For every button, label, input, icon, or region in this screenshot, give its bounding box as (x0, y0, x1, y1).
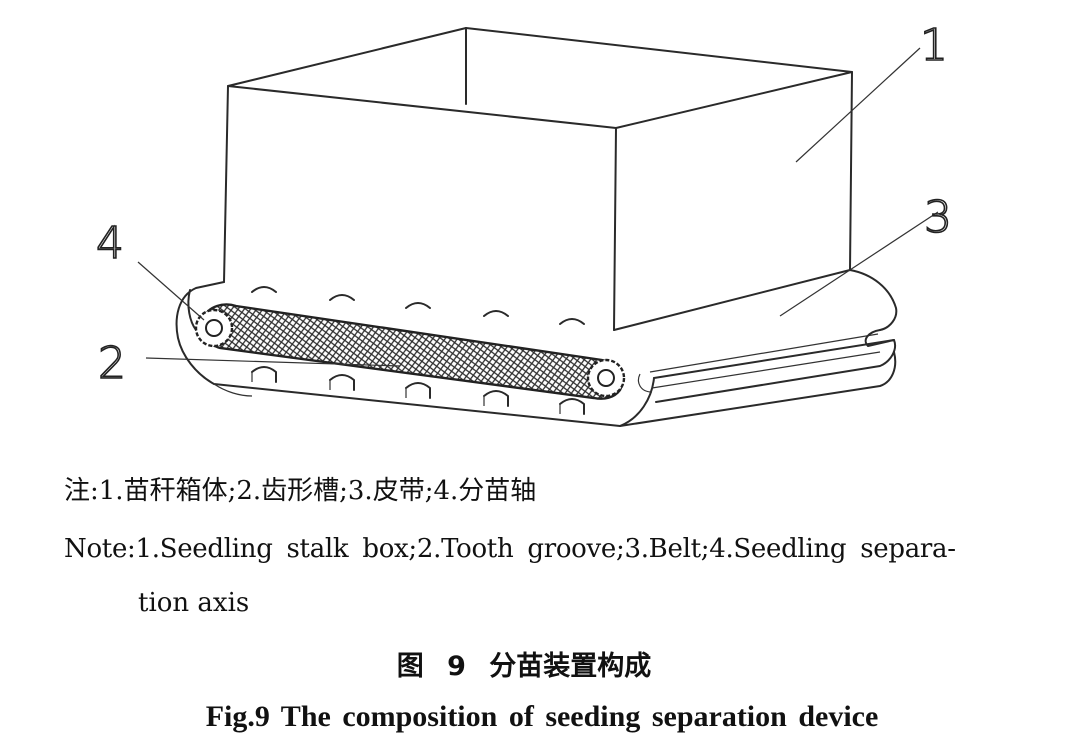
callout-3-label: 3 (924, 192, 952, 243)
seeding-separation-device-drawing: 1 3 4 2 (36, 14, 1020, 444)
seedling-separation-axis (194, 308, 626, 398)
note-chinese: 注:1.苗秆箱体;2.齿形槽;3.皮带;4.分苗轴 (64, 476, 537, 506)
callout-1-label: 1 (920, 20, 948, 71)
callout-4-label: 4 (96, 218, 124, 269)
note-english-line-1: Note:1.Seedling stalk box;2.Tooth groove… (64, 534, 956, 564)
note-english-line-2: tion axis (138, 588, 250, 618)
figure-caption-chinese: 图 9 分苗装置构成 (396, 651, 652, 682)
figure-caption-english: Fig.9 The composition of seeding separat… (205, 700, 879, 733)
belt (175, 269, 898, 427)
callout-leaders (137, 47, 939, 367)
seedling-stalk-box (223, 27, 853, 331)
callout-2-label: 2 (98, 338, 126, 389)
